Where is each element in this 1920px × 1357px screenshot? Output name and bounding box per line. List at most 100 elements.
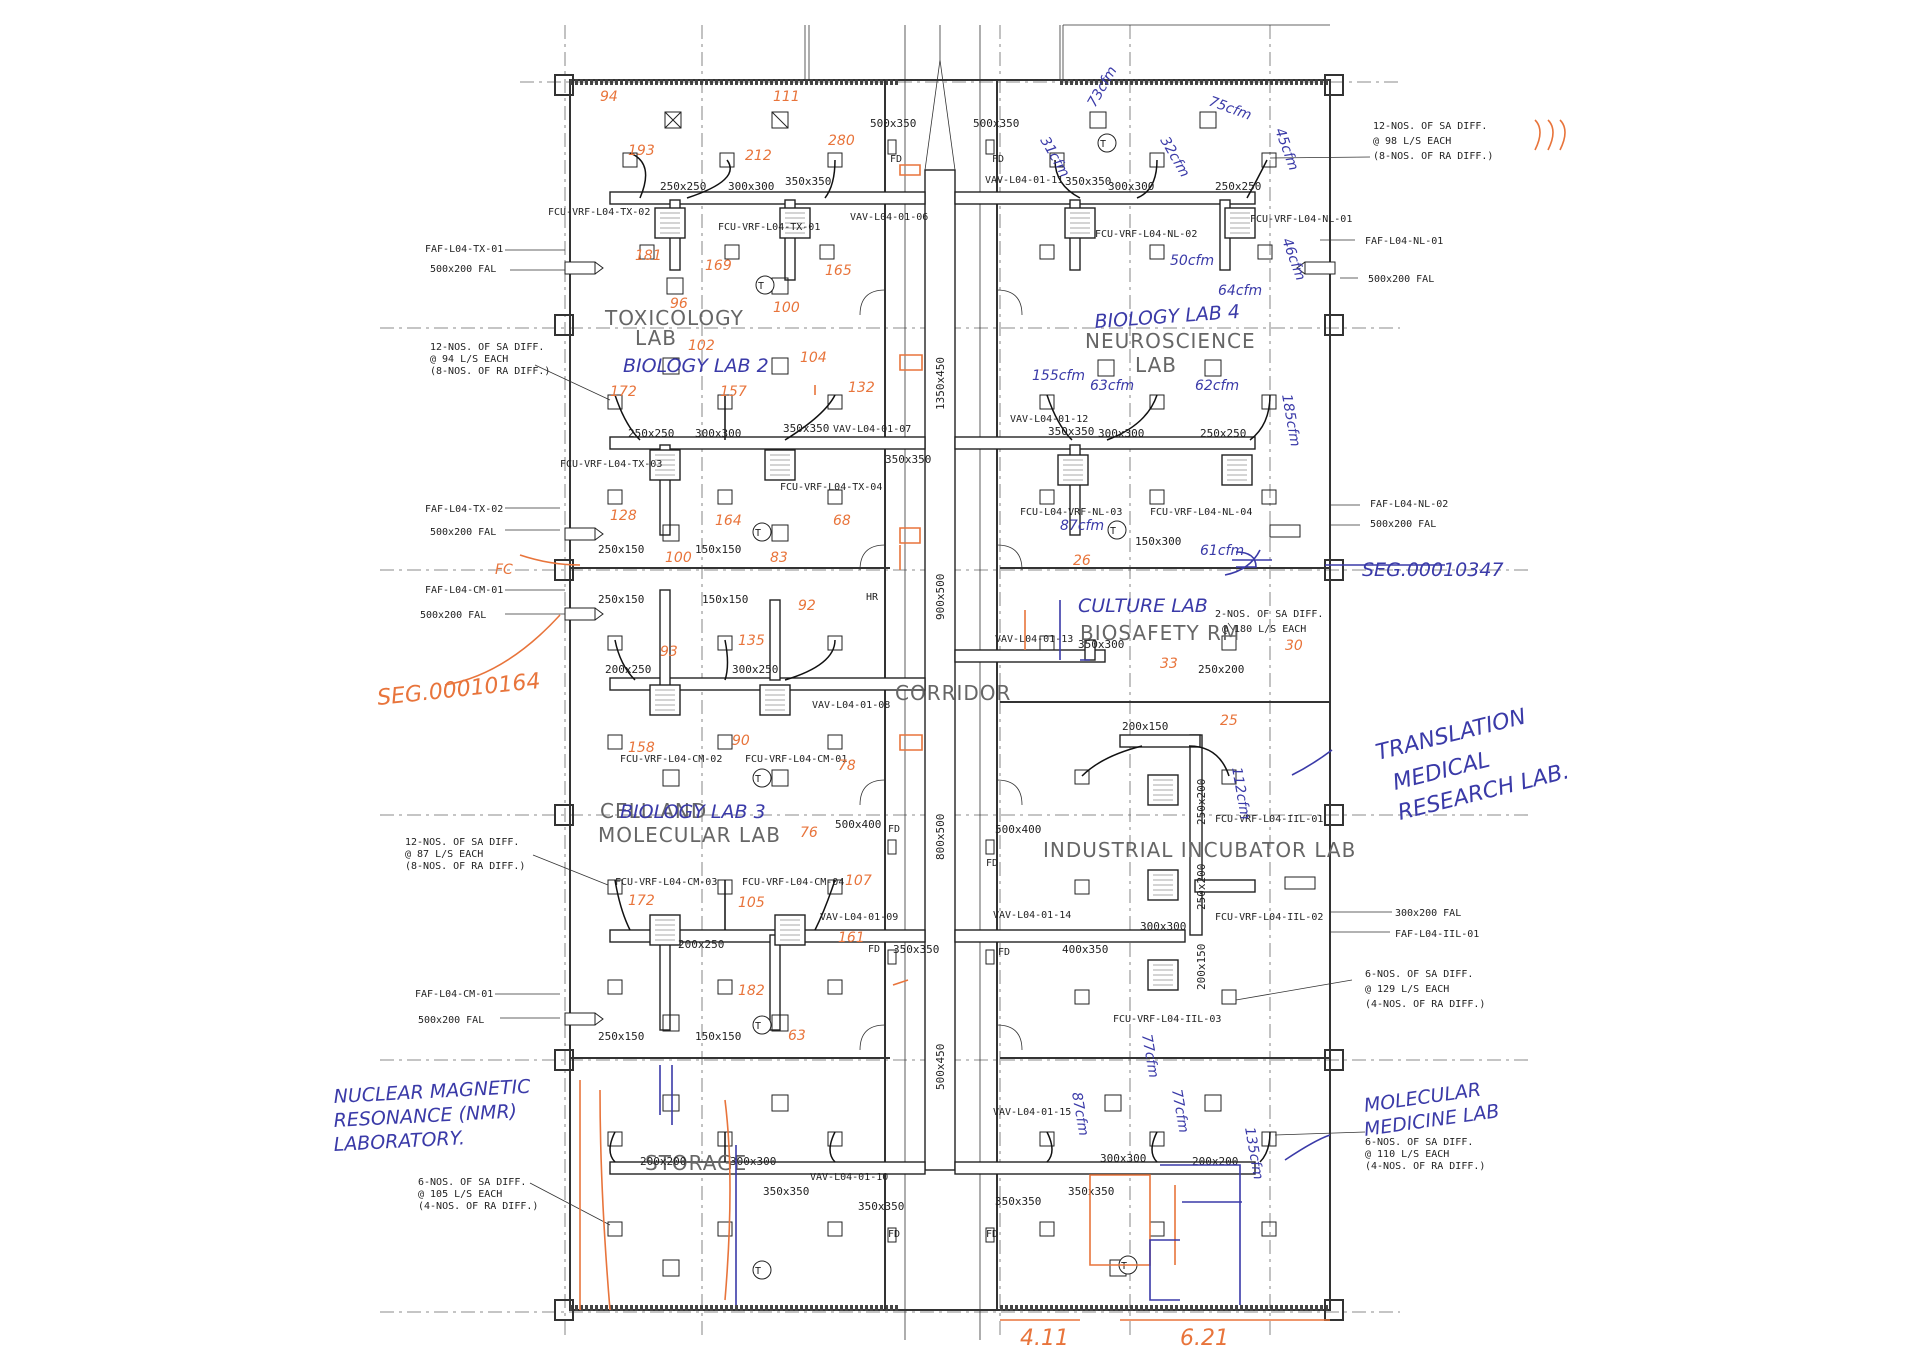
orange-note: 30 [1285, 638, 1303, 654]
note-line: 6-NOS. OF SA DIFF. [1365, 969, 1473, 980]
orange-note: 193 [628, 143, 655, 159]
fd-tag: FD [986, 1229, 998, 1240]
duct-size: 250x250 [1215, 180, 1261, 193]
duct-size: 250x200 [1198, 663, 1244, 676]
note-line: (8-NOS. OF RA DIFF.) [430, 366, 550, 377]
note-line: @ 105 L/S EACH [418, 1189, 502, 1200]
duct-size: 350x350 [1068, 1185, 1114, 1198]
room-biosafety: BIOSAFETY RM [1080, 621, 1240, 645]
orange-note: 172 [628, 893, 655, 909]
fd-tag: FD [868, 944, 880, 955]
duct-size: 250x250 [628, 427, 674, 440]
blue-cfm: 62cfm [1195, 378, 1239, 394]
duct-size: 300x300 [1100, 1152, 1146, 1165]
duct-size: 500x350 [973, 117, 1019, 130]
orange-note: 78 [838, 758, 856, 774]
hr-tag: HR [866, 592, 879, 603]
blue-cfm: 112cfm [1228, 766, 1253, 821]
thermostat-label: T [758, 281, 764, 292]
faf-tag: FAF-L04-CM-01 [415, 989, 493, 1000]
orange-note: 280 [828, 133, 855, 149]
thermostat-label: T [1110, 526, 1116, 537]
room-labels: TOXICOLOGY LAB NEUROSCIENCE LAB BIOSAFET… [598, 306, 1356, 1175]
orange-note: 63 [788, 1028, 806, 1044]
blue-room-label: BIOLOGY LAB 2 [623, 355, 769, 377]
room-cell-molecular-line2: MOLECULAR LAB [598, 823, 781, 847]
fcu-tag: FCU-VRF-L04-IIL-03 [1113, 1014, 1221, 1025]
blue-cfm: 61cfm [1200, 543, 1244, 559]
duct-size: 200x200 [640, 1155, 686, 1168]
blue-cfm: 31cfm [1037, 134, 1073, 180]
duct-size: 500x400 [835, 818, 881, 831]
fcu-tag: FCU-VRF-L04-TX-03 [560, 459, 662, 470]
duct-size: 150x150 [702, 593, 748, 606]
note-line: 12-NOS. OF SA DIFF. [1373, 121, 1487, 132]
blue-cfm: 185cfm [1278, 393, 1303, 448]
blue-cfm: 63cfm [1090, 378, 1134, 394]
thermostat-label: T [1100, 139, 1106, 150]
duct-size: 350x350 [858, 1200, 904, 1213]
orange-note: 94 [600, 89, 618, 105]
note-line: 6-NOS. OF SA DIFF. [418, 1177, 526, 1188]
note-line: 2-NOS. OF SA DIFF. [1215, 609, 1323, 620]
orange-note: 107 [845, 873, 872, 889]
orange-note: 111 [773, 89, 800, 105]
note-line: @ 98 L/S EACH [1373, 136, 1451, 147]
fd-tag: FD [888, 824, 900, 835]
vav-tag: VAV-L04-01-08 [812, 700, 890, 711]
orange-note: 165 [825, 263, 852, 279]
orange-note: 104 [800, 350, 827, 366]
duct-size: 200x150 [1195, 944, 1208, 990]
fal-tag: 500x200 FAL [420, 610, 486, 621]
orange-note: 33 [1160, 656, 1178, 672]
orange-note: 135 [738, 633, 765, 649]
thermostat-label: T [755, 774, 761, 785]
orange-note: 83 [770, 550, 788, 566]
blue-room-label: CULTURE LAB [1078, 595, 1208, 617]
duct-size: 350x350 [783, 422, 829, 435]
room-toxicology-line1: TOXICOLOGY [604, 306, 744, 330]
duct-size: 350x350 [1048, 425, 1094, 438]
note-line: 6-NOS. OF SA DIFF. [1365, 1137, 1473, 1148]
duct-size: 300x300 [1140, 920, 1186, 933]
diffusers [607, 111, 1277, 1277]
duct-size: 300x250 [732, 663, 778, 676]
orange-note: 157 [720, 384, 747, 400]
orange-note: 102 [688, 338, 715, 354]
blue-cfm: 87cfm [1060, 518, 1104, 534]
duct-size: 350x350 [785, 175, 831, 188]
blue-cfm: 75cfm [1207, 94, 1254, 124]
orange-note: 132 [848, 380, 875, 396]
blue-cfm: 73cfm [1085, 64, 1121, 110]
thermostat-label: T [755, 528, 761, 539]
fal-tag: 500x200 FAL [418, 1015, 484, 1026]
vav-tag: VAV-L04-01-14 [993, 910, 1071, 921]
orange-note: 164 [715, 513, 742, 529]
building-walls [554, 24, 1344, 1340]
duct-size: 250x250 [660, 180, 706, 193]
note-line: 12-NOS. OF SA DIFF. [405, 837, 519, 848]
duct-size: 500x350 [870, 117, 916, 130]
vav-tag: VAV-L04-01-09 [820, 912, 898, 923]
fcu-tag: FCU-VRF-L04-CM-01 [745, 754, 847, 765]
orange-note: 93 [660, 644, 678, 660]
room-industrial-incubator: INDUSTRIAL INCUBATOR LAB [1043, 838, 1356, 862]
duct-size: 350x300 [1078, 638, 1124, 651]
faf-tag: FAF-L04-IIL-01 [1395, 929, 1479, 940]
vav-tag: VAV-L04-01-06 [850, 212, 928, 223]
duct-size: 200x200 [1192, 1155, 1238, 1168]
duct-size: 250x150 [598, 593, 644, 606]
fcu-tag: FCU-L04-VRF-NL-03 [1020, 507, 1122, 518]
riser-size-1: 1350x450 [934, 357, 947, 410]
orange-note: 26 [1073, 553, 1091, 569]
duct-size: 250x200 [1195, 864, 1208, 910]
orange-note: 128 [610, 508, 637, 524]
duct-size: 250x200 [1195, 779, 1208, 825]
blue-cfm: 64cfm [1218, 283, 1262, 299]
fcu-tag: FCU-VRF-L04-NL-02 [1095, 229, 1197, 240]
room-toxicology-line2: LAB [635, 326, 677, 350]
blue-cfm: 50cfm [1170, 253, 1214, 269]
thermostat-label: T [755, 1021, 761, 1032]
orange-note: 100 [773, 300, 800, 316]
